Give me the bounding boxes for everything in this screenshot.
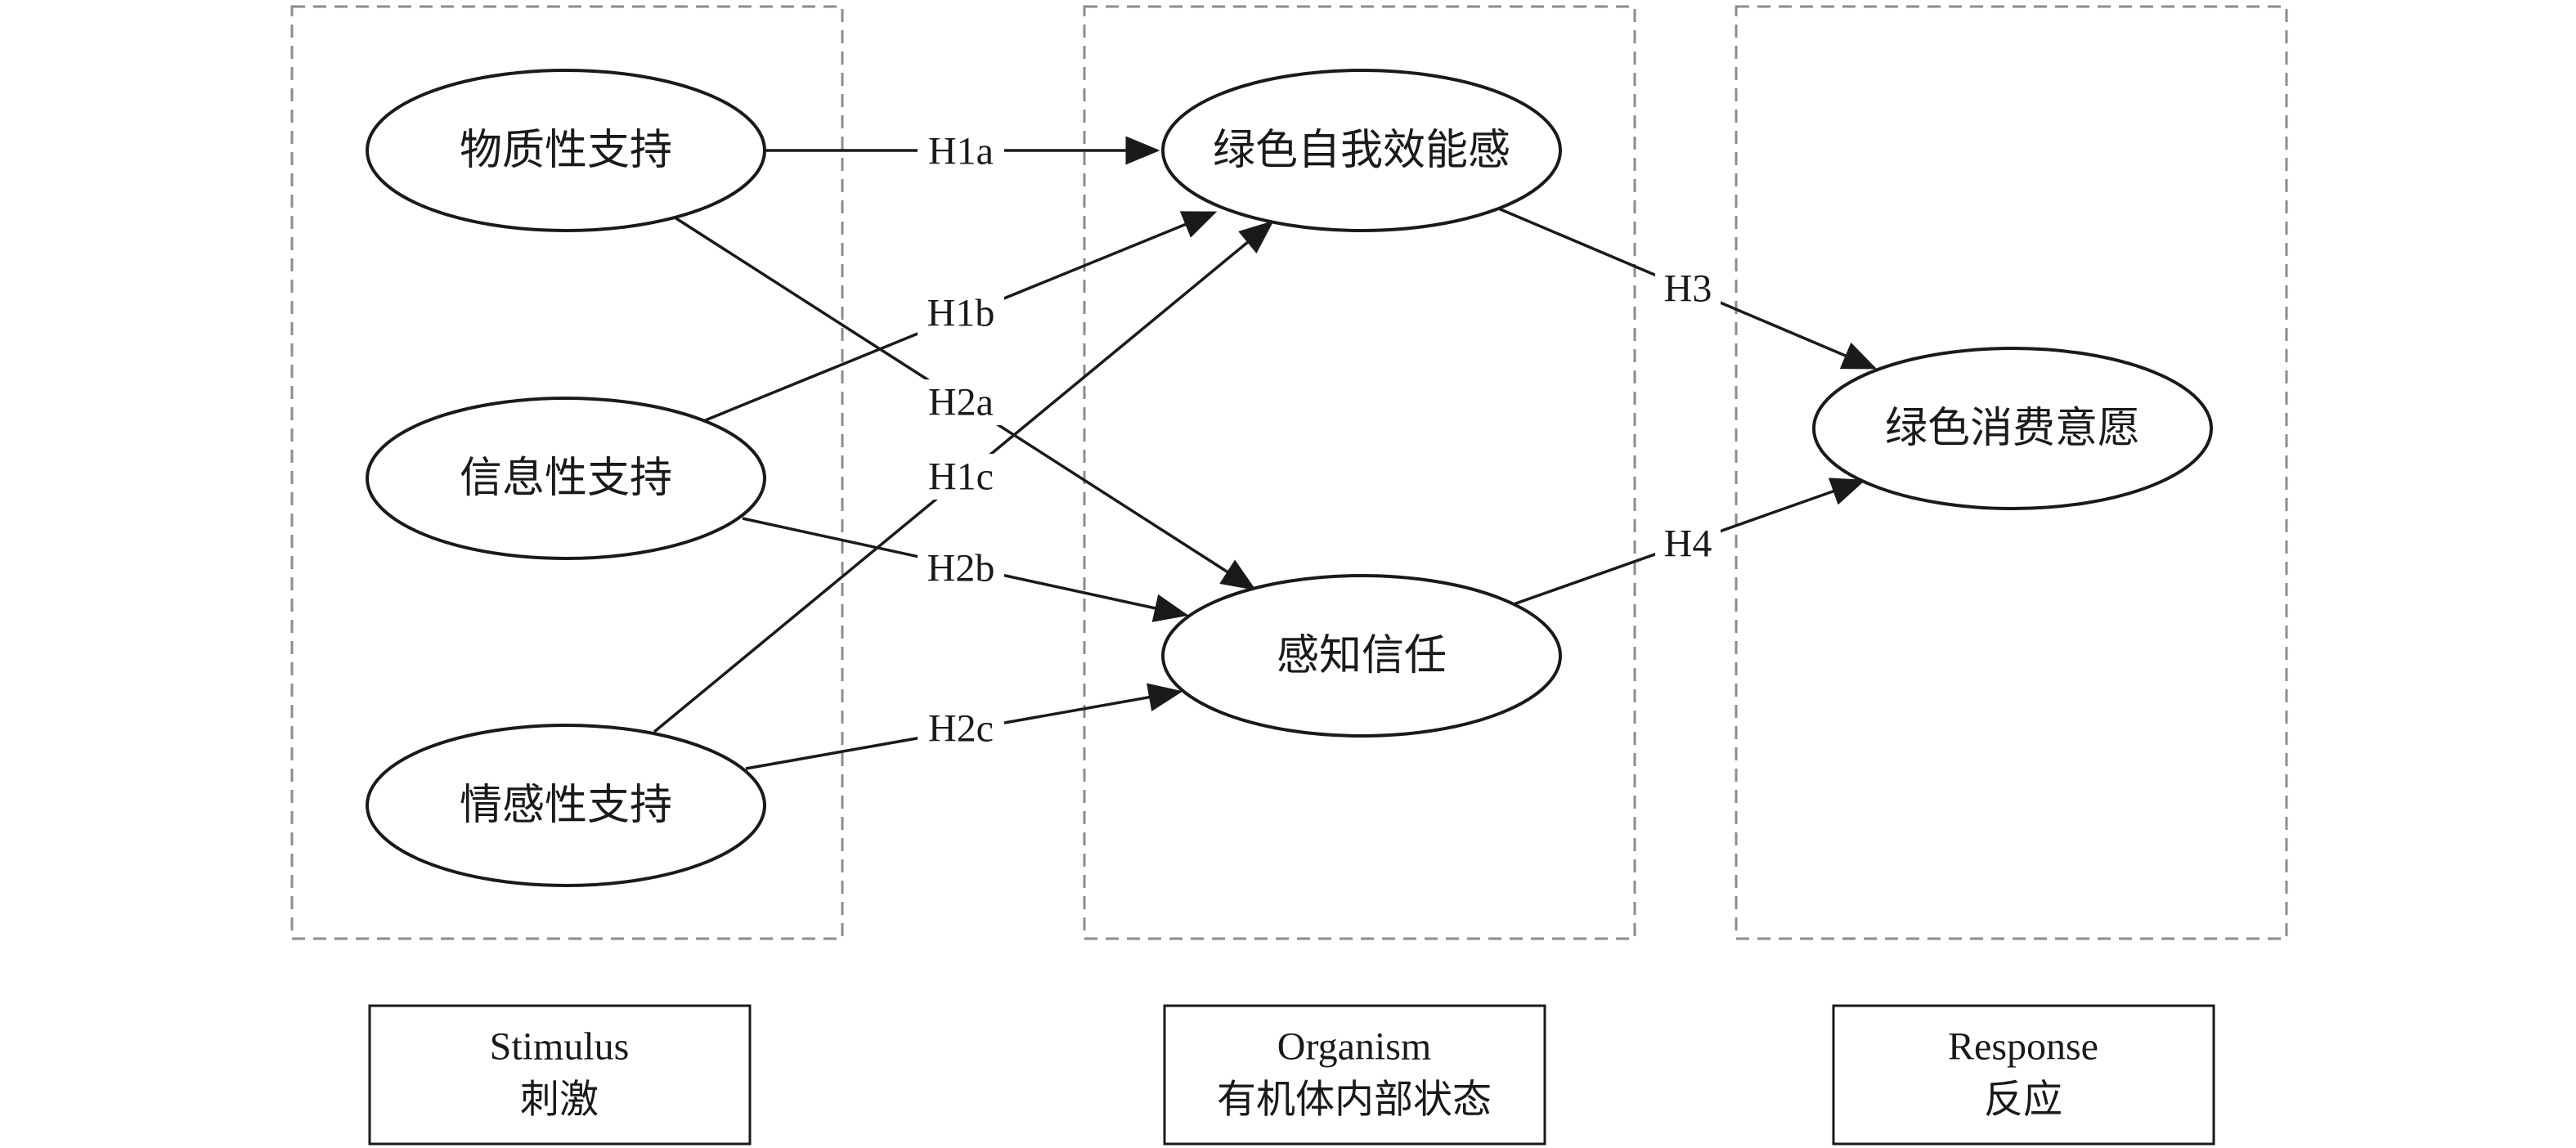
node-emotional-support-label: 情感性支持 — [460, 781, 672, 830]
organism-panel — [1083, 5, 1636, 940]
stage-box-response: Response 反应 — [1832, 1004, 2215, 1146]
stimulus-panel — [290, 5, 844, 940]
edge-label-h2b: H2b — [927, 547, 995, 590]
node-green-self-efficacy: 绿色自我效能感 — [1161, 69, 1562, 232]
stage-stimulus-zh: 刺激 — [520, 1078, 599, 1122]
edge-label-h1b: H1b — [927, 292, 995, 335]
stage-stimulus-en: Stimulus — [490, 1025, 630, 1069]
edge-label-h4: H4 — [1664, 522, 1712, 566]
edge-label-h1c: H1c — [928, 455, 994, 499]
node-material-support-label: 物质性支持 — [460, 126, 672, 175]
edge-label-h2c: H2c — [928, 707, 994, 751]
node-perceived-trust: 感知信任 — [1161, 574, 1562, 738]
stage-organism-zh: 有机体内部状态 — [1217, 1078, 1492, 1122]
edge-label-h2a: H2a — [928, 381, 994, 424]
node-perceived-trust-label: 感知信任 — [1277, 631, 1447, 680]
node-green-consumption-intention-label: 绿色消费意愿 — [1885, 404, 2140, 453]
node-material-support: 物质性支持 — [366, 69, 766, 232]
stage-response-zh: 反应 — [1984, 1078, 2062, 1122]
stage-box-organism: Organism 有机体内部状态 — [1163, 1004, 1546, 1146]
edge-label-h1a: H1a — [928, 130, 994, 173]
edge-label-h3: H3 — [1664, 267, 1712, 311]
stage-box-stimulus: Stimulus 刺激 — [368, 1004, 752, 1146]
node-informational-support-label: 信息性支持 — [460, 454, 672, 503]
stage-organism-en: Organism — [1277, 1025, 1431, 1069]
node-green-consumption-intention: 绿色消费意愿 — [1812, 347, 2213, 510]
node-informational-support: 信息性支持 — [366, 397, 766, 560]
node-emotional-support: 情感性支持 — [366, 724, 766, 887]
node-green-self-efficacy-label: 绿色自我效能感 — [1213, 126, 1510, 175]
response-panel — [1735, 5, 2288, 940]
stage-response-en: Response — [1948, 1025, 2098, 1069]
